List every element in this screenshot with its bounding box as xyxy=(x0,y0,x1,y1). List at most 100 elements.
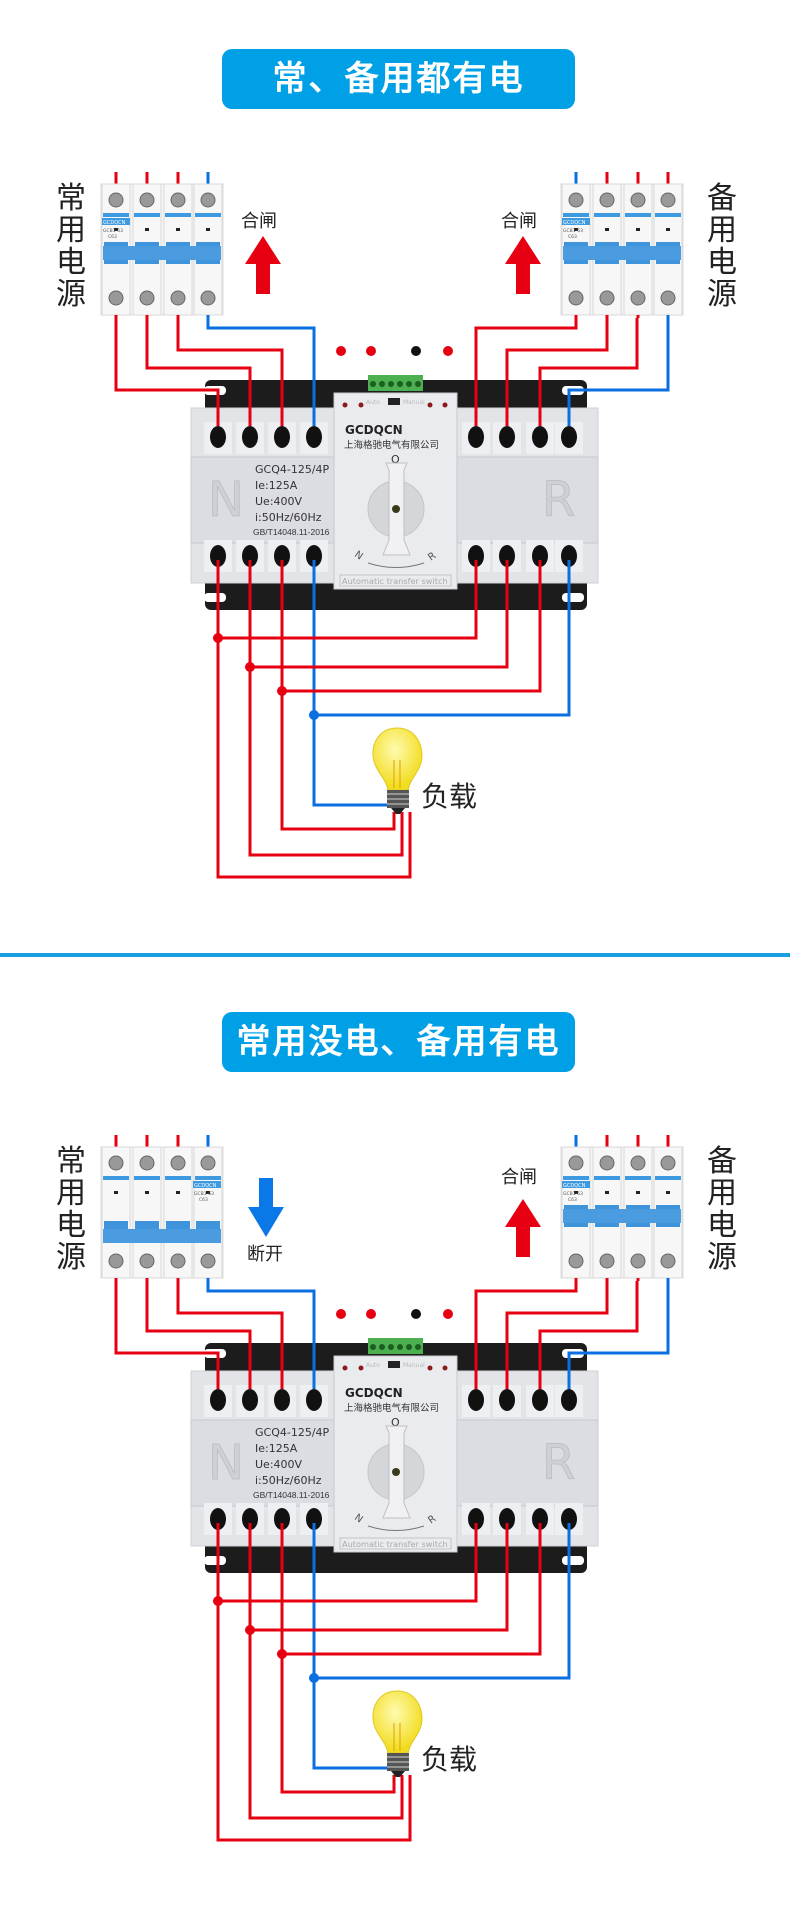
position-off-label: O xyxy=(391,453,400,466)
terminal-screw xyxy=(139,192,155,208)
terminal-hole xyxy=(499,1389,515,1411)
terminal-hole xyxy=(561,426,577,448)
terminal-screw xyxy=(108,192,124,208)
live-wire xyxy=(505,318,609,426)
ats-spec-current: Ie:125A xyxy=(255,1442,298,1455)
wire-junction xyxy=(245,1625,255,1635)
ats-spec-frequency: i:50Hz/60Hz xyxy=(255,1474,322,1487)
terminal-hole xyxy=(242,545,258,567)
breaker-toggle-bar[interactable] xyxy=(103,246,221,260)
left-action-label: 合闸 xyxy=(241,211,277,232)
wire-junction xyxy=(245,662,255,672)
terminal-hole xyxy=(306,1389,322,1411)
live-wire xyxy=(145,318,252,426)
live-wire xyxy=(248,1523,404,1820)
primary-source-label: 常用电源 xyxy=(56,181,86,312)
mode-switch[interactable] xyxy=(388,1361,400,1368)
terminal-screw xyxy=(139,290,155,306)
terminal-screw xyxy=(660,1253,676,1269)
breaker-rating: C63 xyxy=(568,1197,577,1203)
terminal-screw xyxy=(599,1253,615,1269)
ats-spec-standard: GB/T14048.11-2016 xyxy=(253,527,330,537)
terminal-screw xyxy=(630,290,646,306)
breaker-rating: C63 xyxy=(108,234,117,240)
terminal-screw xyxy=(568,290,584,306)
indicator-dot xyxy=(336,346,346,356)
terminal-screw xyxy=(200,1253,216,1269)
terminal-screw xyxy=(630,192,646,208)
right-action-label: 合闸 xyxy=(501,1167,537,1188)
ats-spec-frequency: i:50Hz/60Hz xyxy=(255,511,322,524)
breaker-rating: C63 xyxy=(199,1197,208,1203)
terminal-screw xyxy=(660,192,676,208)
wire-junction xyxy=(277,686,287,696)
mode-switch[interactable] xyxy=(388,398,400,405)
terminal-screw xyxy=(200,1155,216,1171)
ats-spec-voltage: Ue:400V xyxy=(255,1458,303,1471)
left-action-label: 断开 xyxy=(247,1244,283,1265)
live-wire xyxy=(250,1523,509,1632)
terminal-screw xyxy=(660,290,676,306)
terminal-hole xyxy=(210,1389,226,1411)
terminal-screw xyxy=(108,1155,124,1171)
terminal-hole xyxy=(210,1508,226,1530)
breaker-brand: GCDQCN xyxy=(563,220,586,226)
control-terminal-block xyxy=(368,1338,423,1354)
ats-company: 上海格驰电气有限公司 xyxy=(344,1402,439,1414)
live-wire xyxy=(538,318,639,426)
breaker-toggle-bar[interactable] xyxy=(563,1209,681,1223)
light-bulb-icon xyxy=(372,727,423,814)
terminal-hole xyxy=(242,1508,258,1530)
terminal-hole xyxy=(468,545,484,567)
breaker-toggle-bar[interactable] xyxy=(103,1229,221,1243)
load-label: 负载 xyxy=(421,780,478,813)
terminal-hole xyxy=(561,545,577,567)
terminal-hole xyxy=(306,1508,322,1530)
terminal-hole xyxy=(274,1389,290,1411)
load-label: 负载 xyxy=(421,1743,478,1776)
neutral-wire xyxy=(314,560,571,717)
ats-spec-current: Ie:125A xyxy=(255,479,298,492)
side-label-n: N xyxy=(208,472,244,528)
ats-spec-voltage: Ue:400V xyxy=(255,495,303,508)
ats-spec-model: GCQ4-125/4P xyxy=(255,1426,330,1439)
terminal-screw xyxy=(568,1155,584,1171)
indicator-dot xyxy=(366,346,376,356)
breaker-brand: GCDQCN xyxy=(563,1183,586,1189)
wire-junction xyxy=(213,633,223,643)
backup-source-label: 备用电源 xyxy=(707,181,737,312)
terminal-screw xyxy=(660,1155,676,1171)
neutral-wire xyxy=(206,1281,316,1389)
live-wire xyxy=(282,1523,542,1656)
terminal-hole xyxy=(274,426,290,448)
live-wire xyxy=(216,560,412,879)
ats-footer: Automatic transfer switch xyxy=(342,576,448,586)
section-divider xyxy=(0,953,790,957)
arrow-up-icon xyxy=(505,1199,541,1257)
neutral-wire xyxy=(314,1523,571,1680)
indicator-dot xyxy=(411,1309,421,1319)
primary-source-label: 常用电源 xyxy=(56,1144,86,1275)
right-action-label: 合闸 xyxy=(501,211,537,232)
ats-spec-standard: GB/T14048.11-2016 xyxy=(253,1490,330,1500)
neutral-wire xyxy=(312,560,387,807)
arrow-up-icon xyxy=(505,236,541,294)
breaker-toggle-bar[interactable] xyxy=(563,246,681,260)
terminal-hole xyxy=(306,426,322,448)
terminal-hole xyxy=(499,426,515,448)
wire-junction xyxy=(309,710,319,720)
live-wire xyxy=(216,1523,412,1842)
terminal-hole xyxy=(532,545,548,567)
terminal-hole xyxy=(561,1508,577,1530)
terminal-hole xyxy=(274,1508,290,1530)
terminal-hole xyxy=(532,1508,548,1530)
terminal-screw xyxy=(170,290,186,306)
wire-junction xyxy=(309,1673,319,1683)
terminal-hole xyxy=(210,545,226,567)
